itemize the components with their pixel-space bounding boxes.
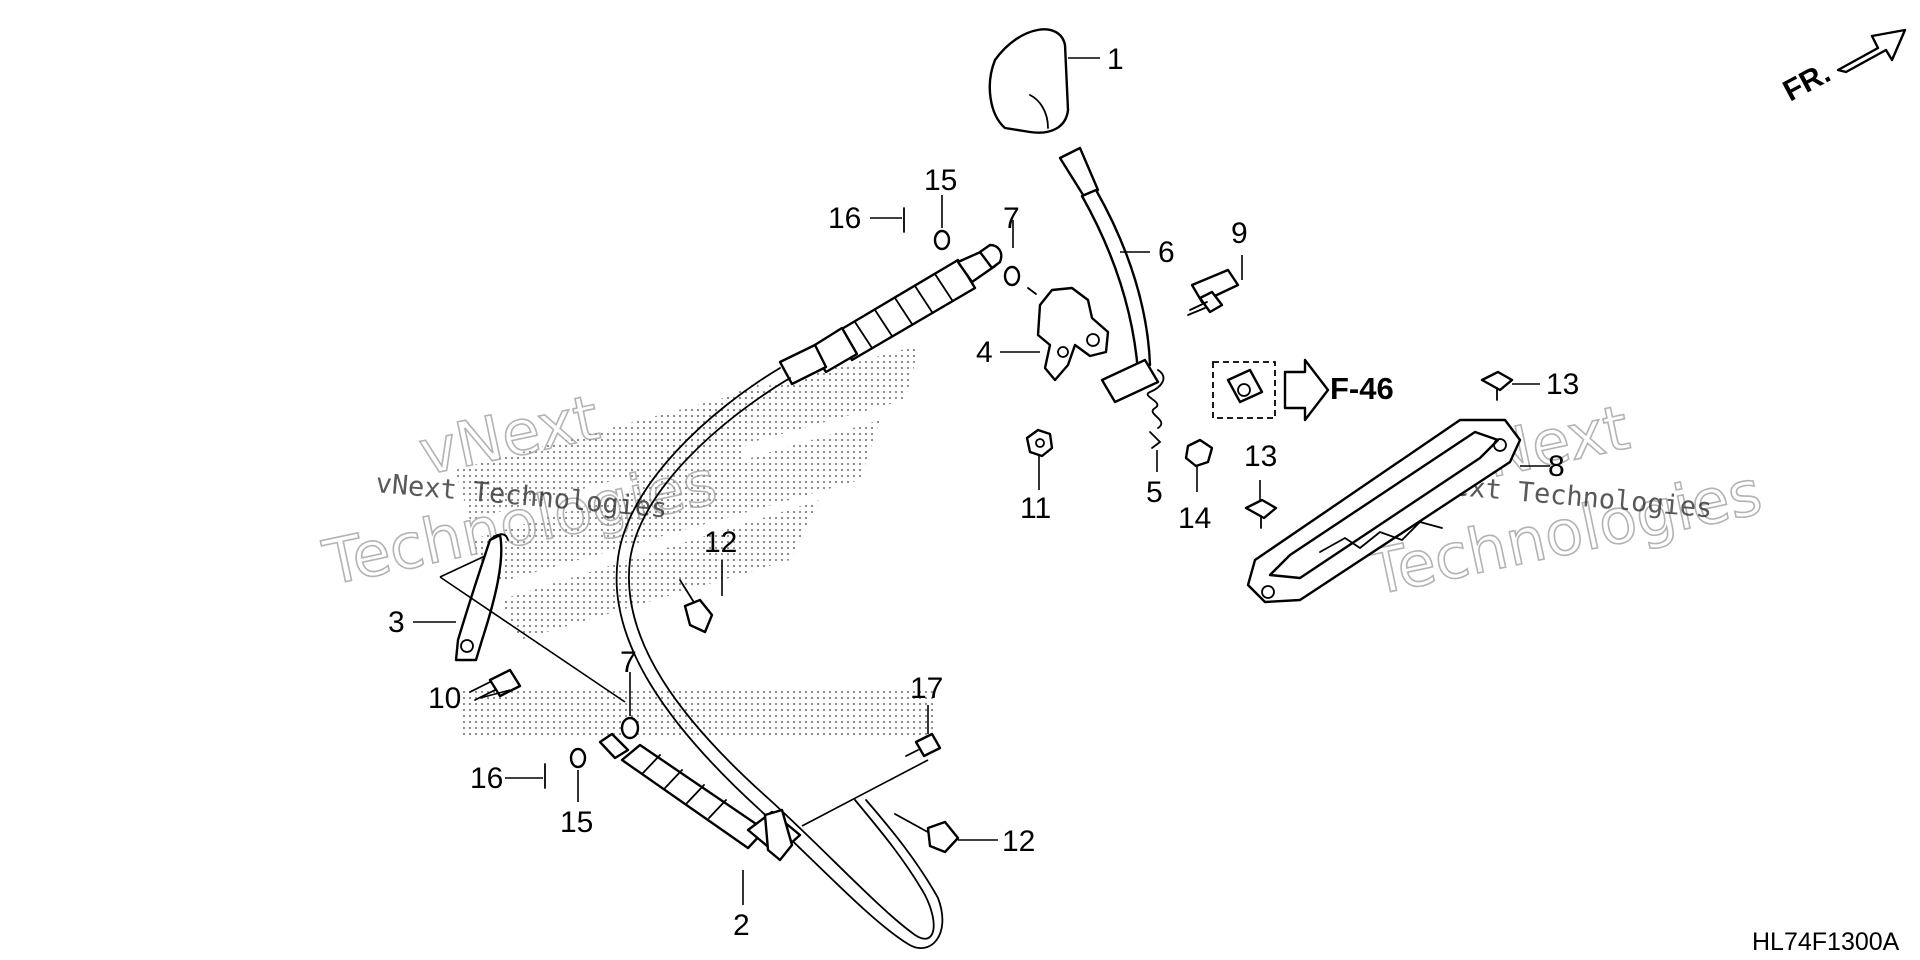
part-1-knob (988, 28, 1070, 134)
callout-16-lower: 16 (470, 762, 503, 795)
callout-1: 1 (1107, 43, 1124, 76)
part-9-bolt (1187, 268, 1240, 316)
callout-10: 10 (428, 682, 461, 715)
callout-15-lower: 15 (560, 806, 593, 839)
callout-14: 14 (1178, 502, 1211, 535)
part-5-spring (1146, 369, 1165, 449)
part-6-lever (1058, 146, 1160, 404)
part-7-pin-upper (1003, 265, 1037, 295)
callout-11: 11 (1020, 492, 1051, 525)
callout-16-upper: 16 (828, 202, 861, 235)
callout-17: 17 (910, 672, 943, 705)
part-4-bracket (1036, 286, 1110, 382)
callout-13-right: 13 (1546, 368, 1579, 401)
callout-7-upper: 7 (1003, 202, 1020, 235)
part-3-cable-stay (454, 533, 509, 662)
reference-arrow (1283, 358, 1330, 422)
reference-box (1212, 361, 1276, 419)
part-12-clamp-lower (894, 813, 960, 854)
part-8-gate-plate (1246, 418, 1522, 604)
callout-labels: 1 2 3 4 5 6 7 7 8 9 10 11 12 12 13 13 14… (388, 43, 1579, 942)
part-15-washer-lower (569, 747, 587, 769)
part-13-clip-top (1480, 370, 1514, 401)
part-10-bolt (469, 668, 522, 701)
part-17-bolt (905, 732, 942, 758)
background-emblem (455, 345, 935, 735)
lower-cable-end (598, 732, 802, 862)
upper-cable-end (778, 243, 1003, 386)
part-13-clip-bottom (1244, 498, 1278, 529)
front-indicator: FR. (1778, 28, 1907, 108)
reference-label: F-46 (1330, 371, 1394, 406)
part-11-nut (1025, 428, 1054, 458)
part-12-clamp-upper (679, 579, 714, 634)
callout-7-lower: 7 (620, 646, 637, 679)
callout-2: 2 (733, 909, 750, 942)
part-7-pin-lower (620, 716, 640, 740)
callout-6: 6 (1158, 236, 1175, 269)
part-15-washer-upper (933, 229, 951, 251)
callout-3: 3 (388, 606, 405, 639)
callout-9: 9 (1231, 217, 1248, 250)
part-14-grommet (1184, 438, 1214, 468)
callout-12-upper: 12 (704, 526, 737, 559)
callout-15-upper: 15 (924, 164, 957, 197)
drawing-code: HL74F1300A (1752, 928, 1900, 956)
callout-12-lower: 12 (1002, 825, 1035, 858)
leader-lines (413, 57, 1550, 905)
callout-4: 4 (976, 336, 993, 369)
front-indicator-label: FR. (1778, 56, 1836, 108)
callout-13-center: 13 (1244, 440, 1277, 473)
callout-5: 5 (1146, 476, 1163, 509)
callout-8: 8 (1548, 450, 1565, 483)
